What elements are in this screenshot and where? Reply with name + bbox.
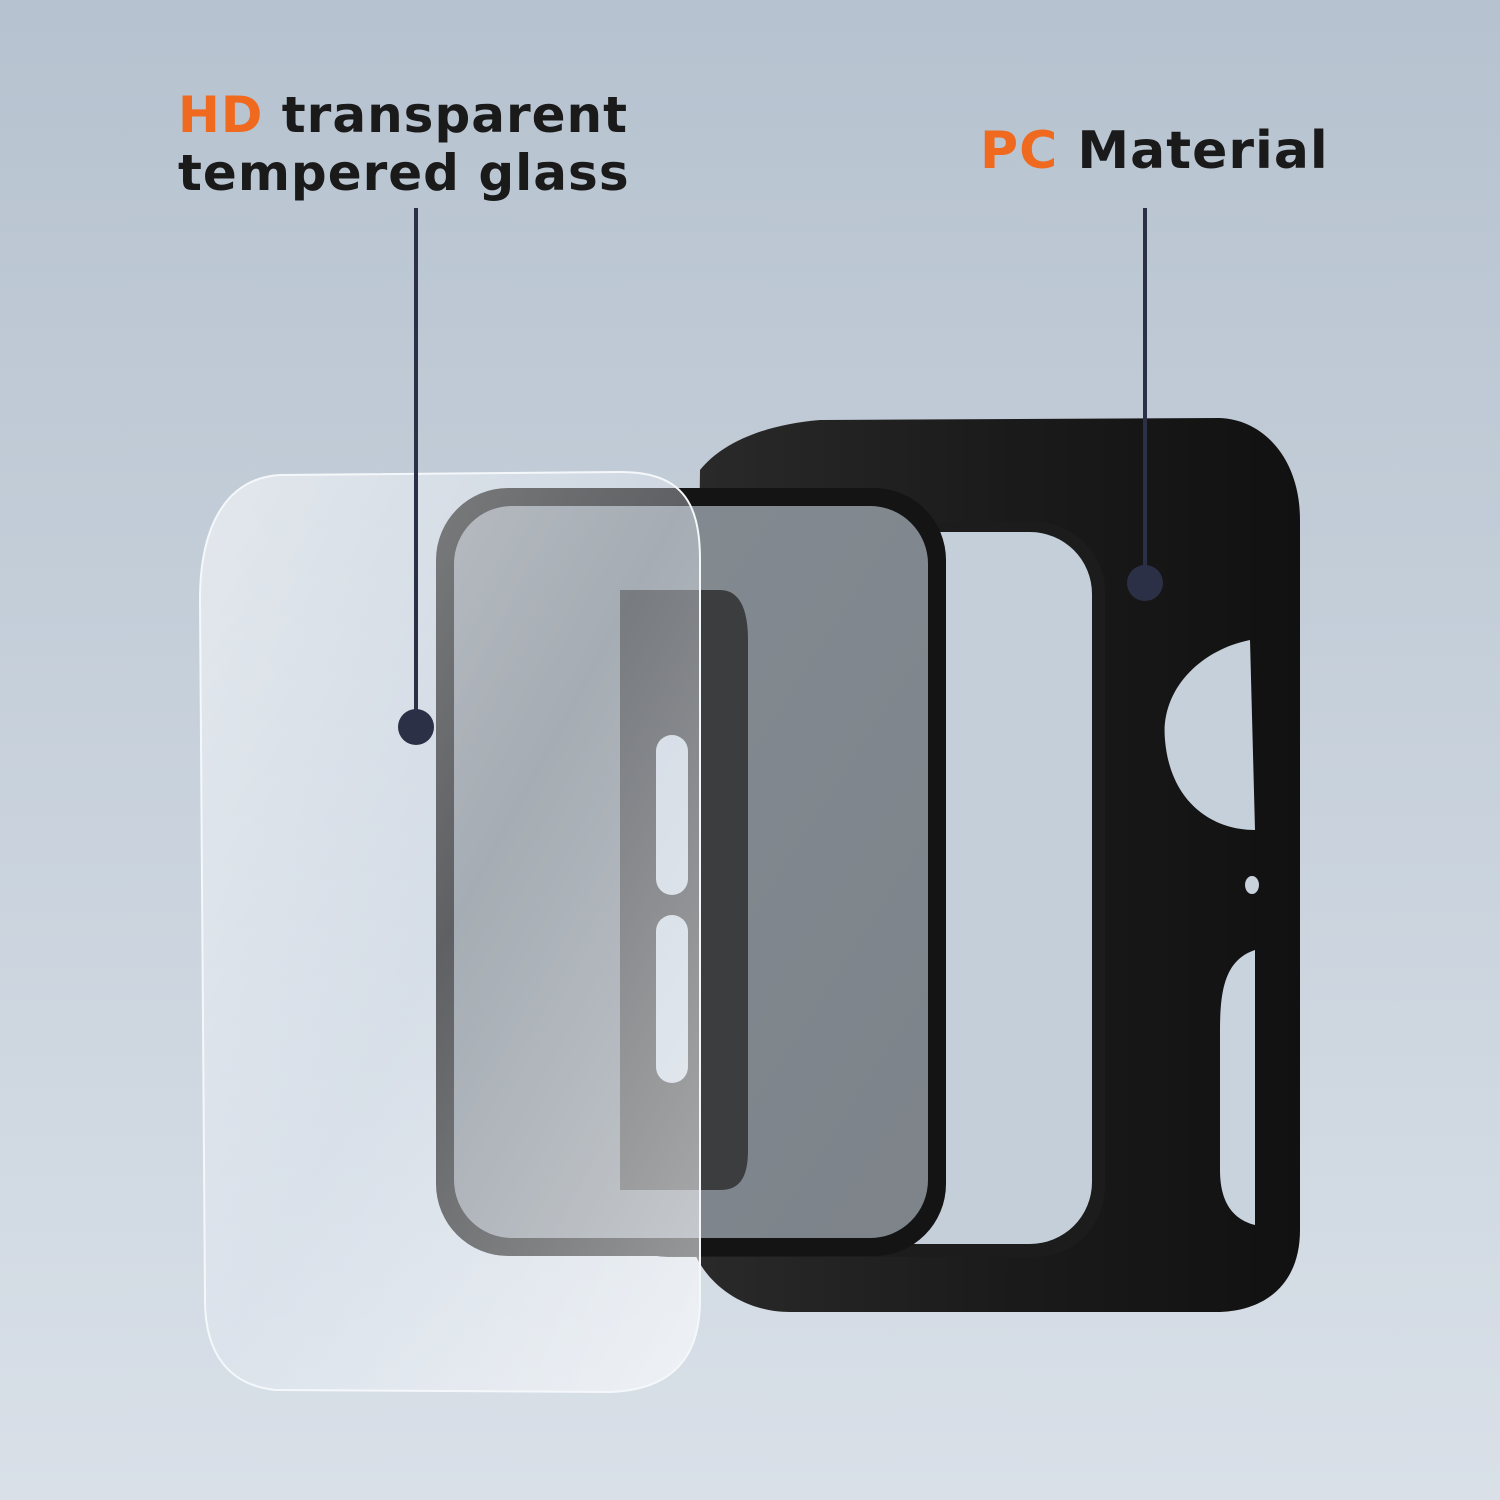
pc-callout-label: PC Material xyxy=(980,122,1329,180)
pc-accent-text: PC xyxy=(980,121,1059,181)
glass-line2-text: tempered glass xyxy=(178,144,630,202)
pc-rest-text: Material xyxy=(1077,121,1329,181)
glass-accent-text: HD xyxy=(178,86,264,144)
glass-callout-label: HD transparent tempered glass xyxy=(178,86,630,202)
glass-line1-text: transparent xyxy=(281,86,629,144)
glass-callout-line1: HD transparent xyxy=(178,86,630,144)
hd-tempered-glass xyxy=(198,470,701,1394)
